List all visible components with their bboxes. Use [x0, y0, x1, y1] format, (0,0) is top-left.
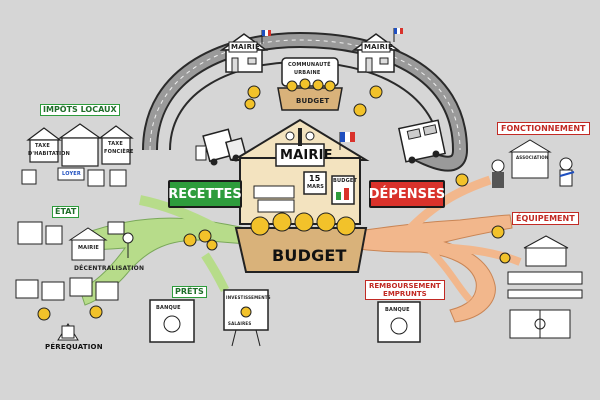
french-flag-icon — [393, 28, 403, 42]
remboursement-tag: REMBOURSEMENT EMPRUNTS — [365, 280, 445, 300]
taxe-habitation-2: D'HABITATION — [28, 151, 71, 157]
french-flag-icon — [339, 132, 355, 150]
french-flag-icon — [261, 30, 271, 44]
fonctionnement-group — [491, 139, 575, 188]
remboursement-bank — [377, 301, 421, 343]
communaute-label-2: URBAINE — [294, 70, 321, 76]
banque-left-label: BANQUE — [156, 305, 181, 311]
salaires-label: SALAIRES — [228, 321, 252, 326]
budget-sign: BUDGET — [333, 178, 358, 184]
etat-buildings — [17, 221, 134, 261]
banque-right-label: BANQUE — [385, 307, 410, 313]
budget-main-label: BUDGET — [272, 246, 347, 265]
mairie-small-label: MAIRIE — [78, 245, 100, 251]
equipement-group — [507, 235, 583, 339]
mairie-right-building — [351, 33, 401, 73]
mairie-left-building — [219, 33, 269, 73]
taxe-fonciere-1: TAXE — [108, 141, 123, 147]
depenses-banner: DÉPENSES — [369, 180, 445, 208]
depenses-stream — [349, 214, 513, 323]
fonctionnement-tag: FONCTIONNEMENT — [497, 122, 590, 135]
tax-houses — [21, 123, 134, 187]
perequation-label: PÉREQUATION — [45, 343, 103, 351]
prets-bank — [149, 289, 269, 347]
investissements-label: INVESTISSEMENTS — [226, 295, 271, 300]
etat-tag: ÉTAT — [52, 206, 80, 218]
remboursement-line-1: REMBOURSEMENT — [369, 282, 441, 290]
prets-tag: PRÊTS — [172, 286, 207, 298]
impots-locaux-tag: IMPÔTS LOCAUX — [40, 104, 120, 116]
association-label: ASSOCIATION — [516, 155, 549, 160]
money-bag-icon — [244, 85, 383, 117]
recettes-banner: RECETTES — [168, 180, 242, 208]
perequation-group — [15, 277, 119, 341]
central-mairie-building — [230, 118, 370, 225]
communaute-urbaine-box — [277, 57, 343, 111]
mairie-left-label: MAIRIE — [231, 43, 260, 51]
remboursement-line-2: EMPRUNTS — [383, 290, 427, 298]
budget-top-label: BUDGET — [296, 97, 330, 105]
mairie-right-label: MAIRIE — [364, 43, 393, 51]
taxe-fonciere-2: FONCIÈRE — [104, 149, 134, 155]
decentralisation-label: DÉCENTRALISATION — [74, 265, 145, 272]
truck-icon — [195, 128, 247, 166]
communaute-label-1: COMMUNAUTÉ — [288, 62, 331, 68]
calendar-month: MARS — [307, 184, 325, 190]
bus-icon — [398, 119, 446, 164]
mairie-center-label: MAIRIE — [280, 148, 333, 163]
loyer-label: LOYER — [62, 171, 81, 177]
calendar-number: 15 — [309, 174, 321, 183]
calendar-icon — [303, 171, 327, 195]
money-bag-icon — [183, 173, 511, 264]
central-budget-box — [234, 212, 368, 273]
taxe-habitation-1: TAXE — [35, 143, 50, 149]
equipement-tag: ÉQUIPEMENT — [512, 212, 579, 225]
